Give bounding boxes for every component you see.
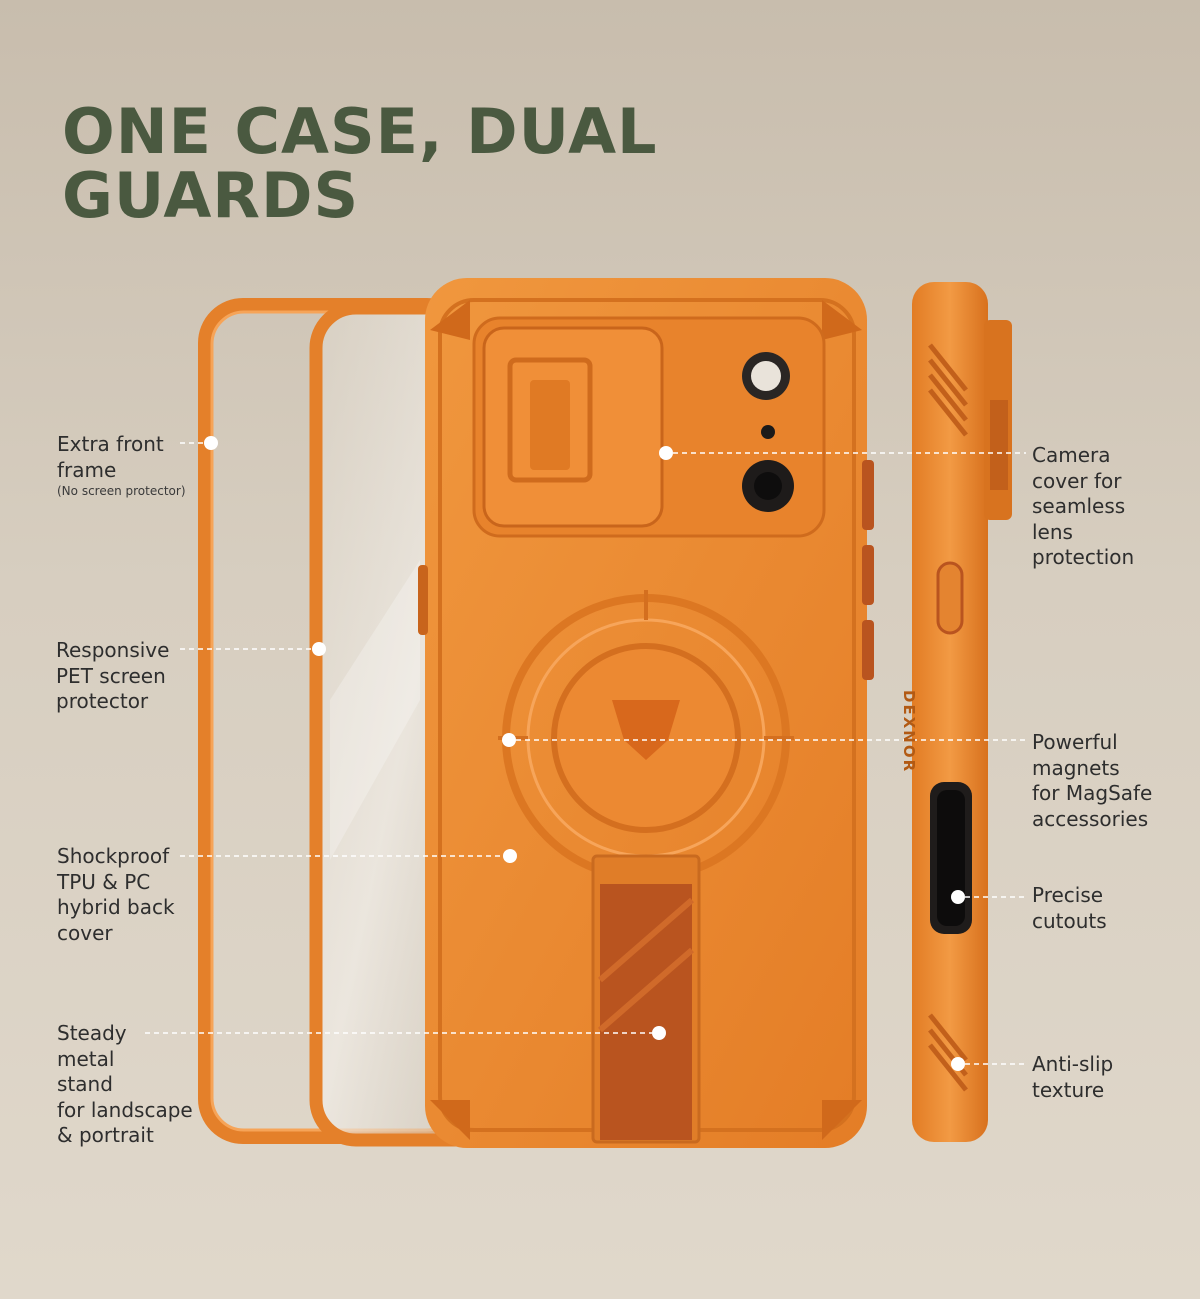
label-line: frame (57, 457, 117, 482)
metal-stand (591, 854, 701, 1144)
label-line: accessories (1032, 806, 1149, 831)
dot-screen-protector (312, 642, 326, 656)
label-line: magnets (1032, 755, 1120, 780)
headline-line-1: ONE CASE, DUAL (62, 95, 658, 168)
dot-cutouts (951, 890, 965, 904)
headline: ONE CASE, DUAL GUARDS (62, 100, 682, 228)
label-note: (No screen protector) (57, 484, 186, 498)
label-line: protection (1032, 545, 1135, 569)
label-line: Steady (57, 1021, 127, 1045)
label-anti-slip: Anti-slip texture (1032, 1052, 1113, 1103)
label-line: for landscape (57, 1097, 193, 1122)
label-line: Precise (1032, 883, 1104, 907)
label-line: hybrid back (57, 895, 175, 919)
label-line: protector (56, 689, 149, 713)
label-line: Extra front (57, 432, 164, 456)
callouts (145, 442, 1026, 1065)
label-front-frame: Extra front frame (No screen protector) (57, 432, 186, 499)
brand-mark: DEXNOR (900, 690, 918, 774)
label-back-cover: Shockproof TPU & PC hybrid back cover (57, 844, 175, 946)
label-line: stand (57, 1072, 113, 1096)
label-line: lens (1032, 519, 1073, 544)
side-view (912, 282, 1012, 1142)
label-line: cover (57, 920, 113, 945)
dot-magnets (502, 733, 516, 747)
dot-camera-cover (659, 446, 673, 460)
label-line: cutouts (1032, 908, 1107, 933)
label-line: Shockproof (57, 844, 170, 868)
dot-front-frame (204, 436, 218, 450)
label-metal-stand: Steady metal stand for landscape & portr… (57, 1021, 193, 1149)
camera-module (472, 316, 826, 538)
label-line: Camera (1032, 443, 1111, 467)
label-line: for MagSafe (1032, 781, 1153, 805)
label-line: texture (1032, 1077, 1105, 1102)
headline-line-2: GUARDS (62, 159, 360, 232)
label-line: Responsive (56, 638, 170, 662)
label-magnets: Powerful magnets for MagSafe accessories (1032, 730, 1152, 832)
label-line: Anti-slip (1032, 1052, 1114, 1076)
label-camera-cover: Camera cover for seamless lens protectio… (1032, 443, 1134, 571)
label-screen-protector: Responsive PET screen protector (56, 638, 169, 715)
label-line: PET screen (56, 663, 166, 688)
dot-back-cover (503, 849, 517, 863)
callout-dots (204, 436, 965, 1071)
label-line: & portrait (57, 1123, 154, 1147)
label-line: metal (57, 1046, 115, 1071)
label-line: Powerful (1032, 730, 1118, 754)
label-line: TPU & PC (57, 869, 151, 894)
label-cutouts: Precise cutouts (1032, 883, 1107, 934)
dot-metal-stand (652, 1026, 666, 1040)
label-line: cover for (1032, 468, 1122, 493)
dot-anti-slip (951, 1057, 965, 1071)
label-line: seamless (1032, 494, 1126, 518)
